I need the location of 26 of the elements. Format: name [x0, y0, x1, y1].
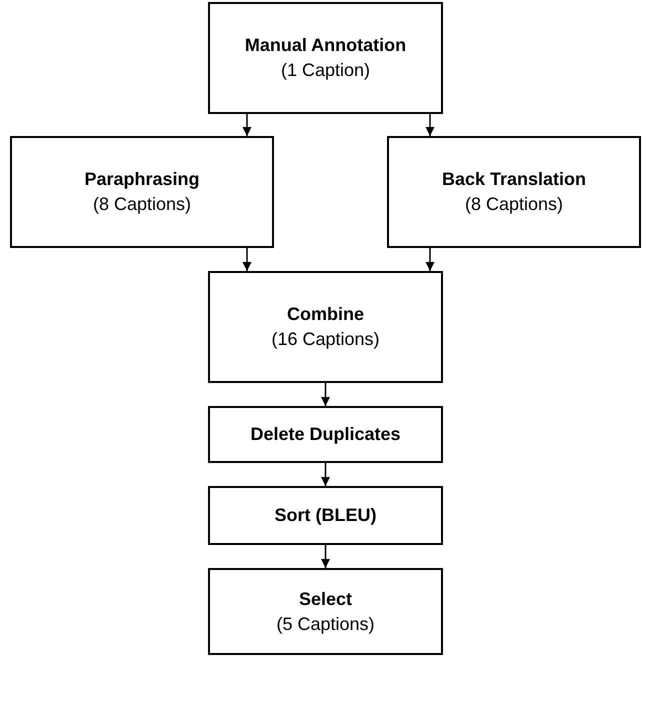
process-box: [10, 136, 274, 248]
caption-count: (8 Captions): [464, 194, 564, 215]
arrow: [321, 383, 330, 406]
process-box: [208, 486, 443, 545]
arrow: [321, 545, 330, 568]
process-box: [387, 136, 641, 248]
arrow: [426, 248, 434, 271]
process-box: [208, 568, 443, 655]
process-box: [208, 271, 443, 383]
caption-count: (8 Captions): [92, 194, 192, 215]
step-title: Combine: [286, 304, 364, 325]
step-title: Manual Annotation: [244, 35, 406, 56]
caption-count: (5 Captions): [276, 614, 375, 634]
arrow: [242, 248, 252, 271]
step-title: Sort (BLEU): [274, 505, 376, 526]
step-title: Delete Duplicates: [250, 424, 401, 445]
arrow: [426, 114, 434, 136]
arrow: [321, 463, 330, 486]
process-box: [208, 2, 443, 114]
arrow: [242, 114, 252, 136]
caption-count: (1 Caption): [280, 60, 370, 81]
step-title: Paraphrasing: [84, 169, 200, 190]
step-title: Select: [298, 588, 352, 610]
step-title: Back Translation: [442, 169, 586, 190]
caption-count: (16 Captions): [271, 329, 380, 350]
process-box: [208, 406, 443, 463]
